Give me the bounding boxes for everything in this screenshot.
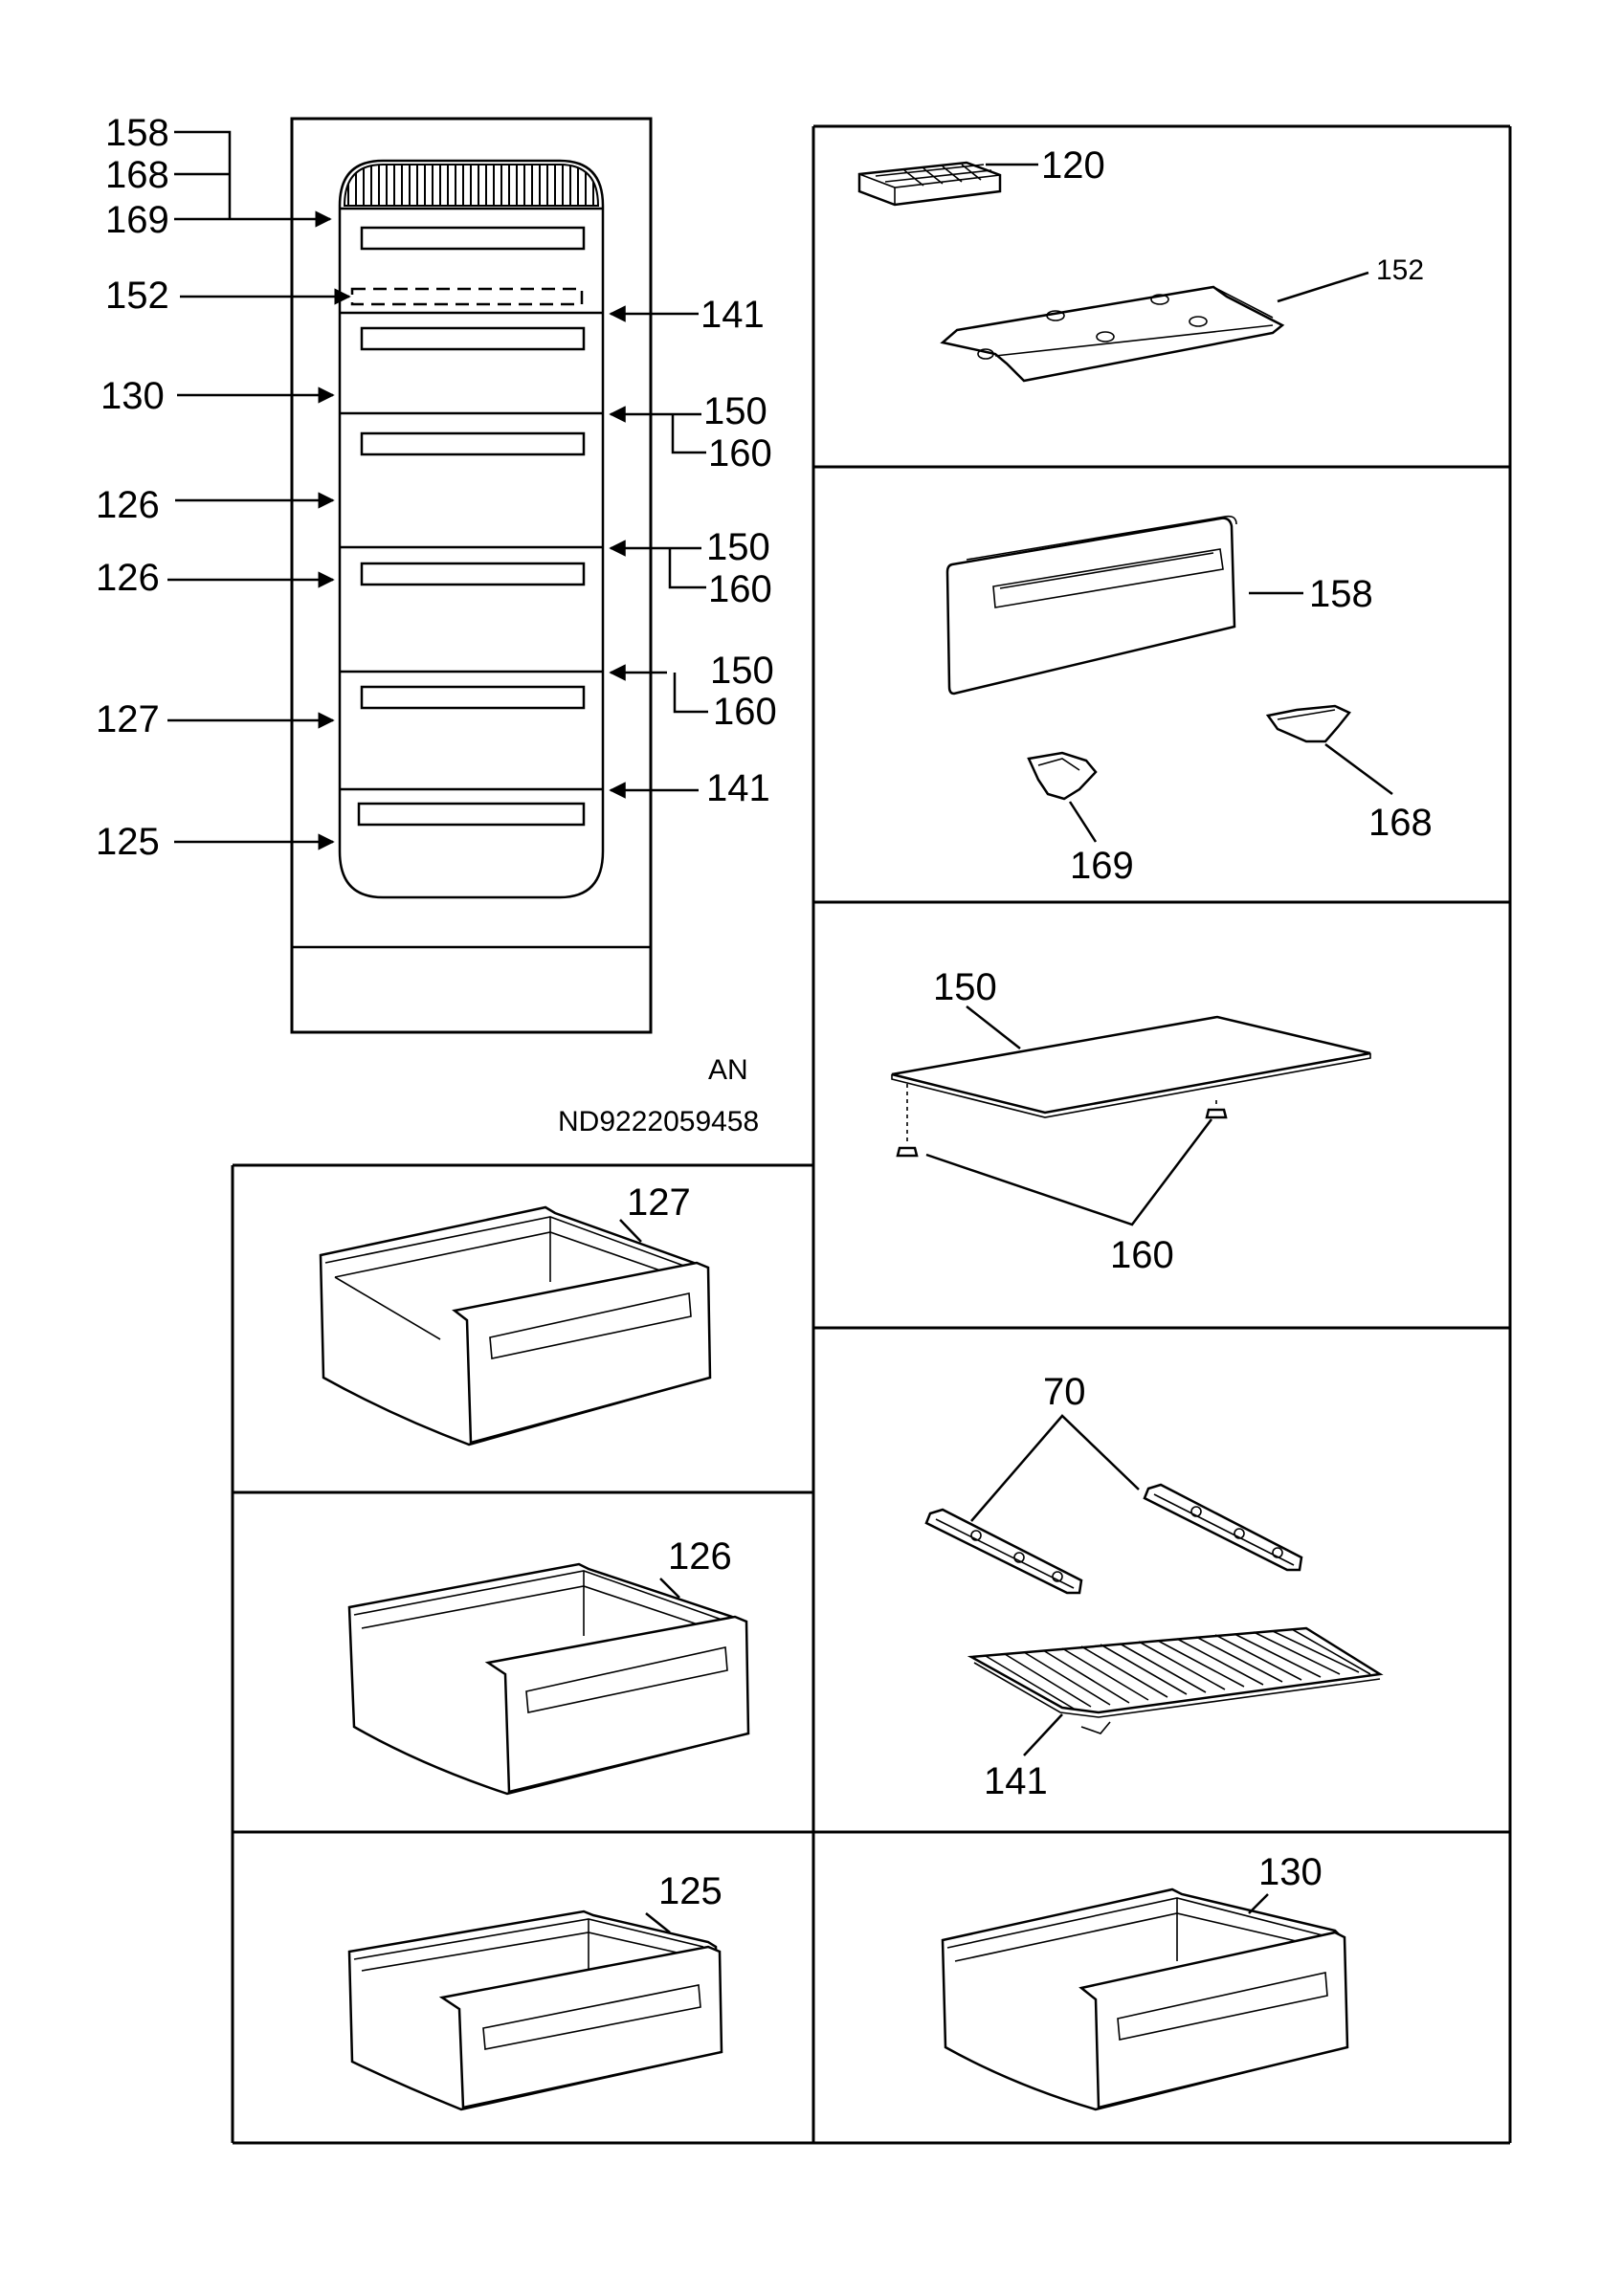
panel-glass-shelf: 150 160 xyxy=(891,966,1371,1276)
label-70: 70 xyxy=(1043,1371,1086,1413)
label-130-panel: 130 xyxy=(1258,1851,1323,1893)
label-141-panel: 141 xyxy=(984,1760,1048,1802)
label-125-panel: 125 xyxy=(658,1870,723,1912)
left-panels-frame xyxy=(231,1163,813,2143)
label-160-a: 160 xyxy=(708,432,772,475)
flap-part xyxy=(945,515,1237,695)
panel-flap-hinges: 158 169 168 xyxy=(945,515,1433,887)
drawer-126-part xyxy=(347,1562,750,1796)
freezer-cabinet xyxy=(290,117,653,1034)
label-160-c: 160 xyxy=(713,691,777,733)
label-120: 120 xyxy=(1041,144,1105,187)
panel-ice-tray: 120 152 xyxy=(857,144,1424,383)
label-152-panel: 152 xyxy=(1376,254,1424,286)
label-127-panel: 127 xyxy=(627,1181,691,1224)
label-150-panel: 150 xyxy=(933,966,997,1008)
label-168-panel: 168 xyxy=(1368,802,1433,844)
panel-drawer-130: 130 xyxy=(941,1851,1349,2111)
drawer-127-part xyxy=(319,1205,712,1446)
label-158: 158 xyxy=(105,112,169,154)
hinge-168-part xyxy=(1265,704,1351,743)
label-150-c: 150 xyxy=(710,650,774,692)
flap-grille xyxy=(343,164,600,207)
label-158-panel: 158 xyxy=(1309,573,1373,615)
label-150-b: 150 xyxy=(706,526,770,568)
label-169-panel: 169 xyxy=(1070,845,1134,887)
panel-drawer-127: 127 xyxy=(319,1181,712,1446)
cabinet-right-callouts: 141 150 160 150 160 150 160 141 xyxy=(609,294,777,809)
drawing-number: ND9222059458 xyxy=(558,1106,759,1137)
drawer-130-part xyxy=(941,1888,1349,2111)
right-panels-frame xyxy=(233,124,1512,2145)
cabinet-left-callouts: 158 168 169 152 130 126 126 127 125 xyxy=(96,112,351,863)
label-126-a: 126 xyxy=(96,484,160,526)
runner-left-part xyxy=(924,1508,1083,1595)
label-169: 169 xyxy=(105,199,169,241)
label-150-a: 150 xyxy=(703,390,767,432)
label-168: 168 xyxy=(105,154,169,196)
glass-shelf-part xyxy=(891,1015,1371,1118)
label-141-b: 141 xyxy=(706,767,770,809)
wire-shelf-part xyxy=(967,1626,1384,1734)
runner-right-part xyxy=(1143,1483,1303,1572)
label-127: 127 xyxy=(96,698,160,740)
drawer-125-part xyxy=(347,1910,723,2111)
label-126-panel: 126 xyxy=(668,1535,732,1578)
label-160-panel: 160 xyxy=(1110,1234,1174,1276)
panel-drawer-125: 125 xyxy=(347,1870,723,2111)
variant-code: AN xyxy=(708,1054,748,1086)
ice-tray-cover-part xyxy=(940,285,1285,383)
label-160-b: 160 xyxy=(708,568,772,610)
ice-tray-cover-hidden xyxy=(350,287,584,306)
shelf-support-parts xyxy=(896,1084,1228,1158)
ice-tray-part xyxy=(857,161,1002,207)
label-125: 125 xyxy=(96,821,160,863)
label-152: 152 xyxy=(105,275,169,317)
panel-drawer-126: 126 xyxy=(347,1535,750,1796)
hinge-169-part xyxy=(1027,751,1098,801)
label-141-a: 141 xyxy=(700,294,765,336)
panel-wire-shelf: 70 141 xyxy=(924,1371,1384,1802)
label-130: 130 xyxy=(100,375,165,417)
label-126-b: 126 xyxy=(96,557,160,599)
